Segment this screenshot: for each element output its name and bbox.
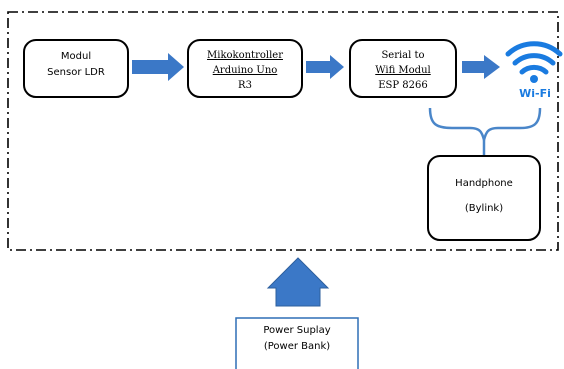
handphone-box: Handphone (Bylink) xyxy=(427,155,541,241)
power-suplay-label: Power Suplay xyxy=(263,325,330,336)
wifi-icon xyxy=(505,41,563,83)
arrow-serial-to-wifi xyxy=(462,55,500,79)
power-bank-label: (Power Bank) xyxy=(264,341,330,352)
r3-label: R3 xyxy=(238,80,252,91)
mikrokontroller-label: Mikokontroller xyxy=(207,50,283,61)
esp-8266-label: ESP 8266 xyxy=(378,80,428,91)
arrow-mikro-to-serial xyxy=(306,55,344,79)
arduino-uno-label: Arduino Uno xyxy=(212,65,278,76)
bylink-label: (Bylink) xyxy=(465,203,503,214)
connection-bracket xyxy=(428,107,542,141)
modul-label: Modul xyxy=(61,51,91,62)
arrow-modul-to-mikro xyxy=(132,53,184,81)
serial-wifi-modul-box: Serial to Wifi Modul ESP 8266 xyxy=(349,39,457,98)
handphone-label: Handphone xyxy=(455,178,513,189)
wifi-modul-label: Wifi Modul xyxy=(375,65,430,76)
sensor-ldr-label: Sensor LDR xyxy=(47,67,105,78)
mikrokontroller-box: Mikokontroller Arduino Uno R3 xyxy=(187,39,303,98)
modul-sensor-ldr-box: Modul Sensor LDR xyxy=(23,39,129,98)
wifi-label: Wi-Fi xyxy=(519,87,551,100)
power-supply-box: Power Suplay (Power Bank) xyxy=(235,317,359,369)
system-boundary xyxy=(7,11,559,251)
arrow-power-up xyxy=(266,257,330,307)
serial-to-label: Serial to xyxy=(381,50,424,61)
